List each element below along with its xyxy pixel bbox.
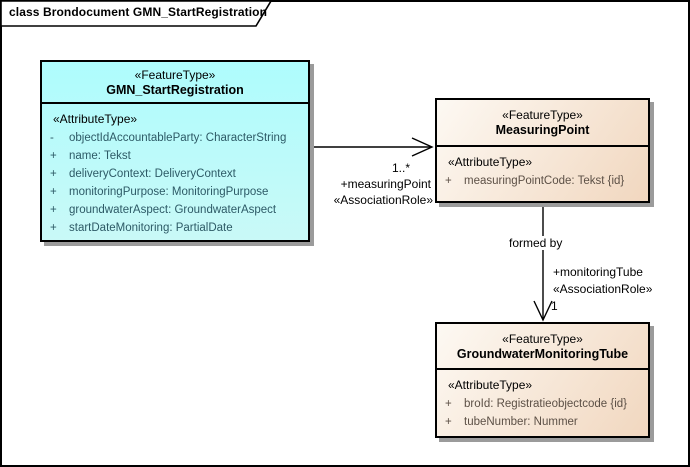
association-multiplicity: 1 — [551, 299, 558, 313]
attribute-stereotype: «AttributeType» — [448, 155, 533, 169]
attribute-text: objectIdAccountableParty: CharacterStrin… — [69, 132, 287, 144]
visibility-marker: + — [50, 186, 57, 198]
frame-tab-shape — [0, 0, 273, 27]
visibility-marker: + — [50, 150, 57, 162]
attribute-stereotype: «AttributeType» — [448, 378, 533, 392]
attribute-row: + broId: Registratieobjectcode {id} — [443, 395, 644, 413]
class-stereotype: «FeatureType» — [502, 108, 583, 122]
association-stereotype: «AssociationRole» — [553, 282, 653, 296]
class-measuringpoint[interactable]: «FeatureType» MeasuringPoint «AttributeT… — [435, 98, 650, 203]
class-groundwatermonitoringtube[interactable]: «FeatureType» GroundwaterMonitoringTube … — [435, 322, 650, 438]
attribute-row: + measuringPointCode: Tekst {id} — [443, 172, 644, 190]
visibility-marker: + — [445, 416, 452, 428]
association-name: formed by — [506, 236, 566, 250]
association-stereotype: «AssociationRole» — [333, 193, 433, 207]
attribute-row: - objectIdAccountableParty: CharacterStr… — [48, 129, 304, 147]
attributes-compartment: «AttributeType» - objectIdAccountablePar… — [42, 104, 308, 237]
class-stereotype: «FeatureType» — [502, 331, 583, 346]
attribute-text: startDateMonitoring: PartialDate — [69, 222, 233, 234]
attributes-compartment: «AttributeType» + broId: Registratieobje… — [437, 370, 648, 431]
class-header: «FeatureType» GMN_StartRegistration — [42, 62, 308, 104]
attribute-text: deliveryContext: DeliveryContext — [69, 168, 236, 180]
attributes-compartment: «AttributeType» + measuringPointCode: Te… — [437, 147, 648, 190]
association-role: +monitoringTube — [553, 265, 643, 279]
attribute-text: monitoringPurpose: MonitoringPurpose — [69, 186, 269, 198]
attribute-text: measuringPointCode: Tekst {id} — [464, 175, 625, 187]
class-name: MeasuringPoint — [495, 123, 590, 137]
visibility-marker: + — [445, 175, 452, 187]
visibility-marker: + — [50, 168, 57, 180]
class-gmn-startregistration[interactable]: «FeatureType» GMN_StartRegistration «Att… — [40, 60, 310, 242]
visibility-marker: - — [50, 132, 54, 144]
attribute-row: + monitoringPurpose: MonitoringPurpose — [48, 183, 304, 201]
open-arrowhead-down-icon — [533, 300, 553, 322]
attribute-row: + startDateMonitoring: PartialDate — [48, 219, 304, 237]
visibility-marker: + — [50, 222, 57, 234]
attribute-text: name: Tekst — [69, 150, 131, 162]
class-name: GroundwaterMonitoringTube — [456, 346, 629, 361]
class-stereotype: «FeatureType» — [134, 67, 216, 82]
class-name: GMN_StartRegistration — [106, 82, 244, 97]
attribute-stereotype: «AttributeType» — [53, 112, 138, 126]
association-role: +measuringPoint — [340, 177, 431, 191]
attribute-text: tubeNumber: Nummer — [464, 416, 578, 428]
attribute-row: + groundwaterAspect: GroundwaterAspect — [48, 201, 304, 219]
association-multiplicity: 1..* — [391, 161, 410, 175]
attribute-text: broId: Registratieobjectcode {id} — [464, 398, 628, 410]
visibility-marker: + — [50, 204, 57, 216]
attribute-text: groundwaterAspect: GroundwaterAspect — [69, 204, 277, 216]
class-header: «FeatureType» MeasuringPoint — [437, 100, 648, 147]
attribute-row: + deliveryContext: DeliveryContext — [48, 165, 304, 183]
diagram-frame-title: class Brondocument GMN_StartRegistration — [9, 5, 268, 19]
visibility-marker: + — [445, 398, 452, 410]
class-header: «FeatureType» GroundwaterMonitoringTube — [437, 324, 648, 370]
attribute-row: + tubeNumber: Nummer — [443, 413, 644, 431]
open-arrowhead-right-icon — [411, 137, 434, 157]
attribute-row: + name: Tekst — [48, 147, 304, 165]
